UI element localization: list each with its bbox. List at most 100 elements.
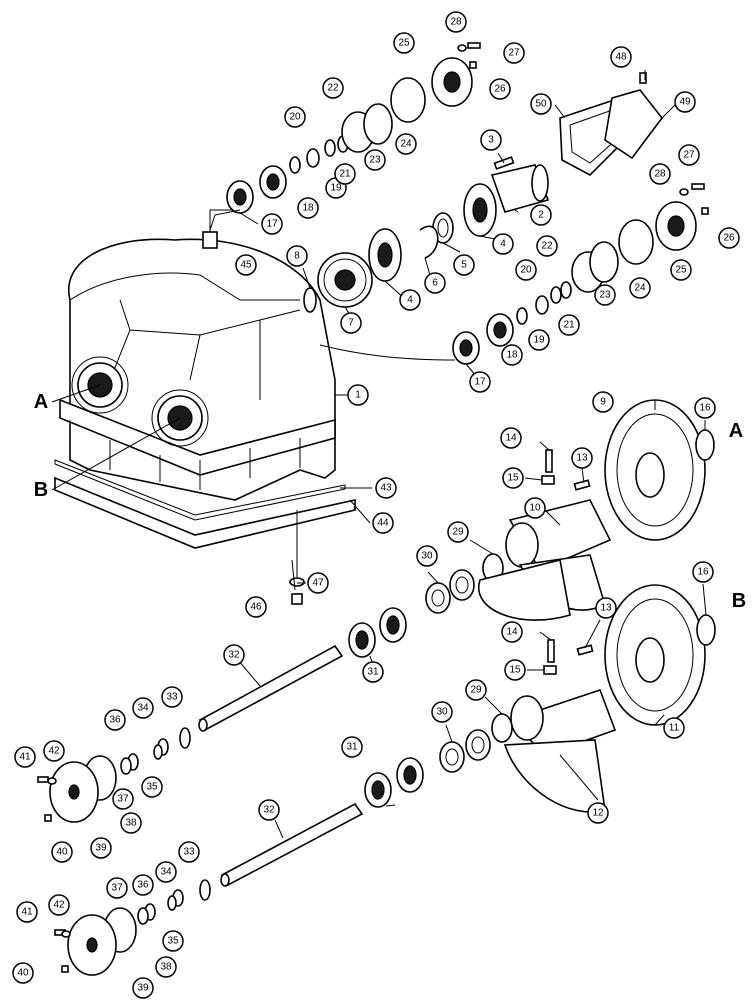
callout-34: 34 [155,861,177,883]
callout-48: 48 [610,46,632,68]
callout-30: 30 [431,701,453,723]
reference-letter-b-left: B [34,479,48,501]
key-13-b [576,644,594,656]
callout-11: 11 [663,717,685,739]
callout-14: 14 [501,621,523,643]
callout-17: 17 [469,371,491,393]
svg-text:21: 21 [563,320,575,331]
callout-28: 28 [649,163,671,185]
callout-32: 32 [223,644,245,666]
svg-text:40: 40 [17,968,29,979]
shim-37-b [137,907,149,925]
upper-bearing-4b [368,228,402,282]
bearing-30-a2 [449,569,475,601]
callout-36: 36 [104,709,126,731]
callout-38: 38 [155,956,177,978]
callout-10: 10 [524,497,546,519]
washer-18-top [289,156,301,174]
callout-33: 33 [161,686,183,708]
svg-text:28: 28 [654,169,666,180]
pivot-shaft-a [198,644,344,732]
gasket-23-mid [589,241,619,283]
callout-4: 4 [492,233,514,255]
callout-18: 18 [297,197,319,219]
svg-text:26: 26 [494,84,506,95]
roller-bearing-top-a [226,180,254,214]
callout-24: 24 [629,277,651,299]
pivot-shaft-b [220,802,364,887]
reference-letter-b-right: B [732,590,746,612]
callout-40: 40 [51,841,73,863]
svg-text:30: 30 [436,707,448,718]
svg-text:36: 36 [109,715,121,726]
cap-39-a [49,761,99,823]
svg-text:2: 2 [538,210,544,221]
svg-text:38: 38 [125,818,137,829]
callout-44: 44 [372,512,394,534]
svg-text:35: 35 [146,782,158,793]
callout-50: 50 [530,93,552,115]
cover-screw [639,72,647,84]
cover-24-top [390,77,426,123]
callout-35: 35 [141,776,163,798]
snap-ring-33-b [199,879,211,901]
svg-text:6: 6 [432,278,438,289]
svg-text:27: 27 [508,48,520,59]
drive-gear [317,252,373,308]
crank-arm-a [477,559,571,621]
svg-text:33: 33 [183,847,195,858]
callout-14: 14 [500,427,522,449]
callout-28: 28 [445,11,467,33]
callout-30: 30 [416,545,438,567]
inspection-cover [604,89,664,160]
callout-6: 6 [424,272,446,294]
svg-text:34: 34 [160,867,172,878]
callout-20: 20 [515,259,537,281]
svg-text:14: 14 [505,433,517,444]
callout-13: 13 [571,447,593,469]
svg-text:15: 15 [507,473,519,484]
callout-45: 45 [235,254,257,276]
fitting-40-b [61,965,69,973]
svg-text:30: 30 [421,551,433,562]
svg-text:34: 34 [137,703,149,714]
callout-23: 23 [364,149,386,171]
svg-text:16: 16 [699,403,711,414]
callout-15: 15 [502,467,524,489]
callout-43: 43 [375,477,397,499]
svg-text:24: 24 [400,139,412,150]
callout-27: 27 [503,42,525,64]
set-screw-14-a [545,449,553,473]
callout-49: 49 [674,91,696,113]
ring-35-b [167,895,177,911]
washer-28-top [457,44,467,52]
svg-text:10: 10 [529,503,541,514]
svg-text:32: 32 [263,805,275,816]
callout-21: 21 [558,314,580,336]
callout-5: 5 [453,254,475,276]
callout-20: 20 [284,106,306,128]
svg-text:22: 22 [541,241,553,252]
callout-2: 2 [530,204,552,226]
svg-text:25: 25 [398,38,410,49]
bearing-30-b2 [465,729,491,761]
callout-8: 8 [286,245,308,267]
callout-9: 9 [592,391,614,413]
svg-text:48: 48 [615,52,627,63]
svg-text:35: 35 [167,936,179,947]
callout-29: 29 [447,521,469,543]
svg-text:39: 39 [95,843,107,854]
callout-41: 41 [16,901,38,923]
callout-26: 26 [718,227,740,249]
svg-text:25: 25 [675,265,687,276]
callout-25: 25 [393,32,415,54]
callout-37: 37 [106,877,128,899]
callout-21: 21 [334,163,356,185]
bearing-31-a1 [348,622,376,658]
svg-text:31: 31 [367,667,379,678]
svg-text:42: 42 [48,746,60,757]
callout-13: 13 [595,597,617,619]
callout-42: 42 [43,740,65,762]
callout-22: 22 [322,77,344,99]
